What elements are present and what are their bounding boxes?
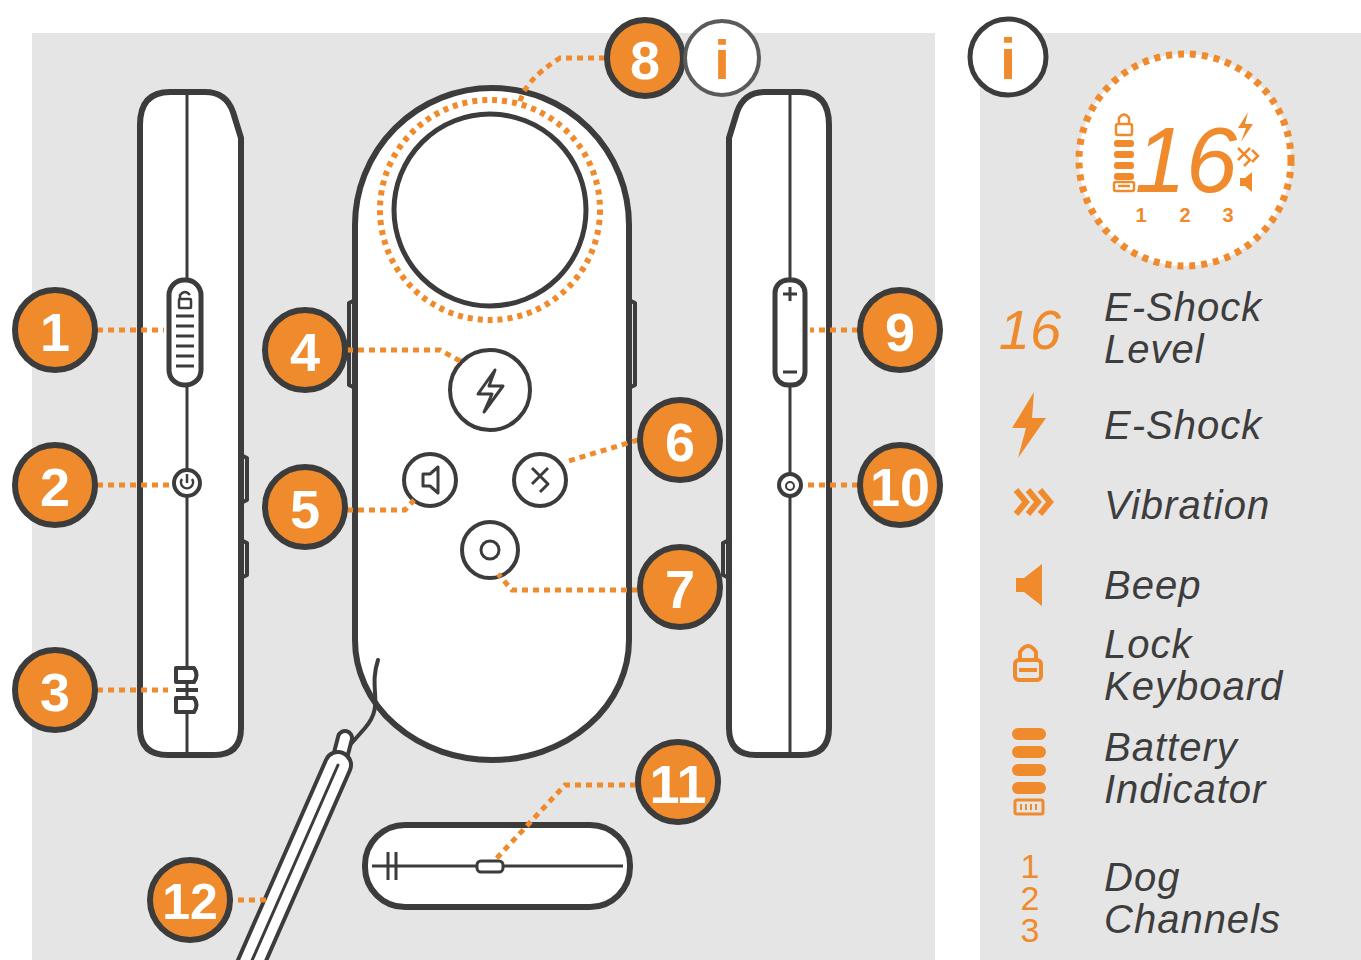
callout-number: 2 — [40, 460, 70, 514]
callout-number: 1 — [40, 305, 70, 359]
left-panel — [32, 33, 935, 960]
lcd-level: 16 — [1135, 114, 1237, 206]
legend-channel-sample: 2 — [1021, 881, 1040, 915]
left-side-view — [140, 92, 247, 755]
legend-text: Dog Channels — [1104, 856, 1334, 941]
lanyard — [250, 660, 378, 960]
callout-number: 3 — [40, 665, 70, 719]
callout-number: 4 — [290, 325, 320, 379]
legend-level-sample: 16 — [999, 302, 1061, 358]
callout-number: 11 — [649, 757, 706, 811]
legend-channel-sample: 1 — [1021, 849, 1040, 883]
legend-text: Vibration — [1104, 484, 1334, 526]
bottom-view — [365, 825, 630, 907]
callout-number: 12 — [162, 877, 218, 927]
info-circle — [685, 21, 759, 95]
callout-number: 8 — [630, 33, 660, 87]
callout-circles — [15, 20, 940, 940]
eshock-symbol — [1012, 392, 1046, 458]
legend-samples — [1012, 392, 1050, 814]
legend-channel-sample: 3 — [1021, 913, 1040, 947]
info-marker: i — [714, 32, 730, 88]
lock-symbol — [1015, 646, 1041, 680]
callout-number: 10 — [870, 460, 930, 514]
info-circle — [970, 19, 1046, 95]
screen-highlight — [380, 100, 600, 320]
callout-number: 7 — [665, 562, 695, 616]
leader-lines — [97, 58, 858, 900]
right-side-view — [723, 92, 829, 755]
callout-number: 5 — [290, 482, 320, 536]
front-view — [349, 88, 635, 760]
right-panel — [980, 33, 1361, 960]
legend-text: Battery Indicator — [1104, 726, 1334, 811]
callout-number: 9 — [885, 305, 915, 359]
battery-symbol — [1012, 728, 1046, 814]
legend-text: E-Shock Level — [1104, 286, 1334, 371]
vibration-symbol — [1016, 490, 1050, 514]
lcd-detail — [1079, 54, 1291, 266]
callout-number: 6 — [665, 415, 695, 469]
beep-symbol — [1016, 564, 1042, 606]
info-marker: i — [1000, 30, 1016, 88]
lcd-channel: 3 — [1222, 205, 1233, 225]
legend-text: Lock Keyboard — [1104, 623, 1334, 708]
lcd-channel: 2 — [1179, 205, 1190, 225]
lcd-channel: 1 — [1135, 205, 1146, 225]
legend-text: E-Shock — [1104, 404, 1334, 446]
legend-text: Beep — [1104, 564, 1334, 606]
